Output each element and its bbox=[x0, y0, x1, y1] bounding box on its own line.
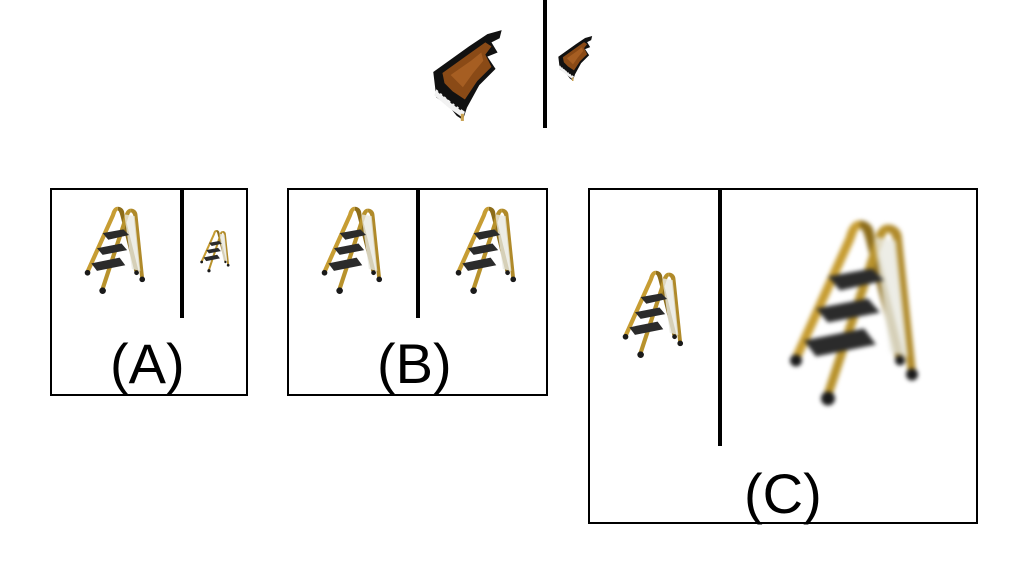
ladder-right-small-icon bbox=[200, 230, 230, 273]
option-b-divider bbox=[416, 190, 420, 318]
option-b-label: (B) bbox=[377, 332, 452, 395]
option-b-panel[interactable]: (B) bbox=[287, 188, 548, 396]
ladder-right-icon bbox=[455, 206, 517, 294]
ladder-left-icon bbox=[321, 206, 383, 294]
ladder-left-icon bbox=[622, 270, 684, 358]
option-a-label: (A) bbox=[110, 332, 185, 395]
option-a-panel[interactable]: (A) bbox=[50, 188, 248, 396]
option-c-divider bbox=[718, 190, 722, 446]
ladder-left-icon bbox=[84, 206, 146, 294]
ladder-right-large-blurred-icon bbox=[790, 220, 918, 406]
example-divider bbox=[543, 0, 547, 128]
option-c-panel[interactable]: (C) bbox=[588, 188, 978, 524]
grand-piano-small-icon bbox=[557, 35, 593, 82]
option-c-label: (C) bbox=[744, 462, 822, 525]
grand-piano-large-icon bbox=[432, 29, 503, 122]
option-a-divider bbox=[180, 190, 184, 318]
